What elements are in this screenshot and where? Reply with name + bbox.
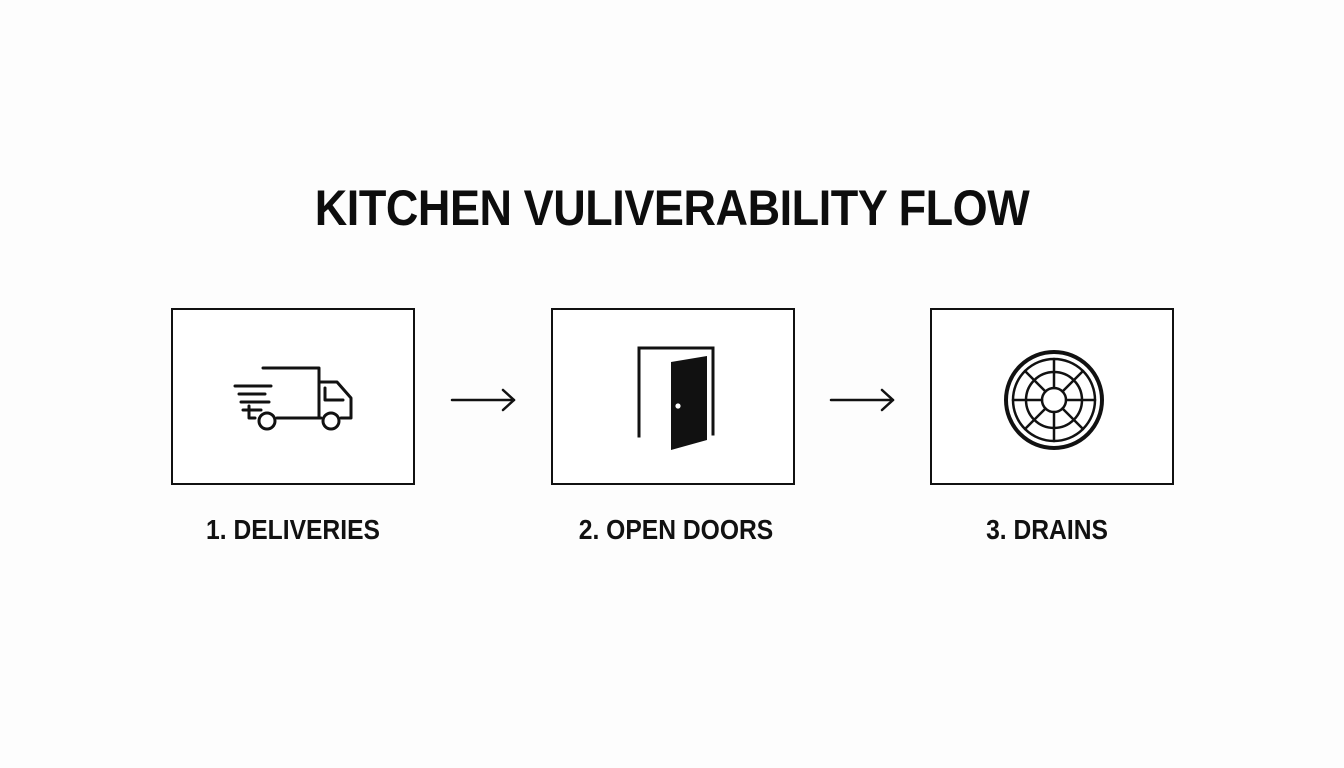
arrow-right-icon <box>450 388 516 412</box>
step-label-deliveries: 1. DELIVERIES <box>206 514 380 545</box>
step-label-open-doors: 2. OPEN DOORS <box>578 514 774 545</box>
step-label-drains: 3. DRAINS <box>986 514 1108 545</box>
delivery-truck-icon <box>233 366 353 431</box>
diagram-title: KITCHEN VULIVERABILITY FLOW <box>314 180 1030 236</box>
arrow-right-icon <box>829 388 895 412</box>
step-box-open-doors <box>551 308 795 485</box>
step-box-drains <box>930 308 1174 485</box>
open-door-icon <box>637 346 715 450</box>
step-box-deliveries <box>171 308 415 485</box>
drain-grate-icon <box>1004 350 1104 450</box>
